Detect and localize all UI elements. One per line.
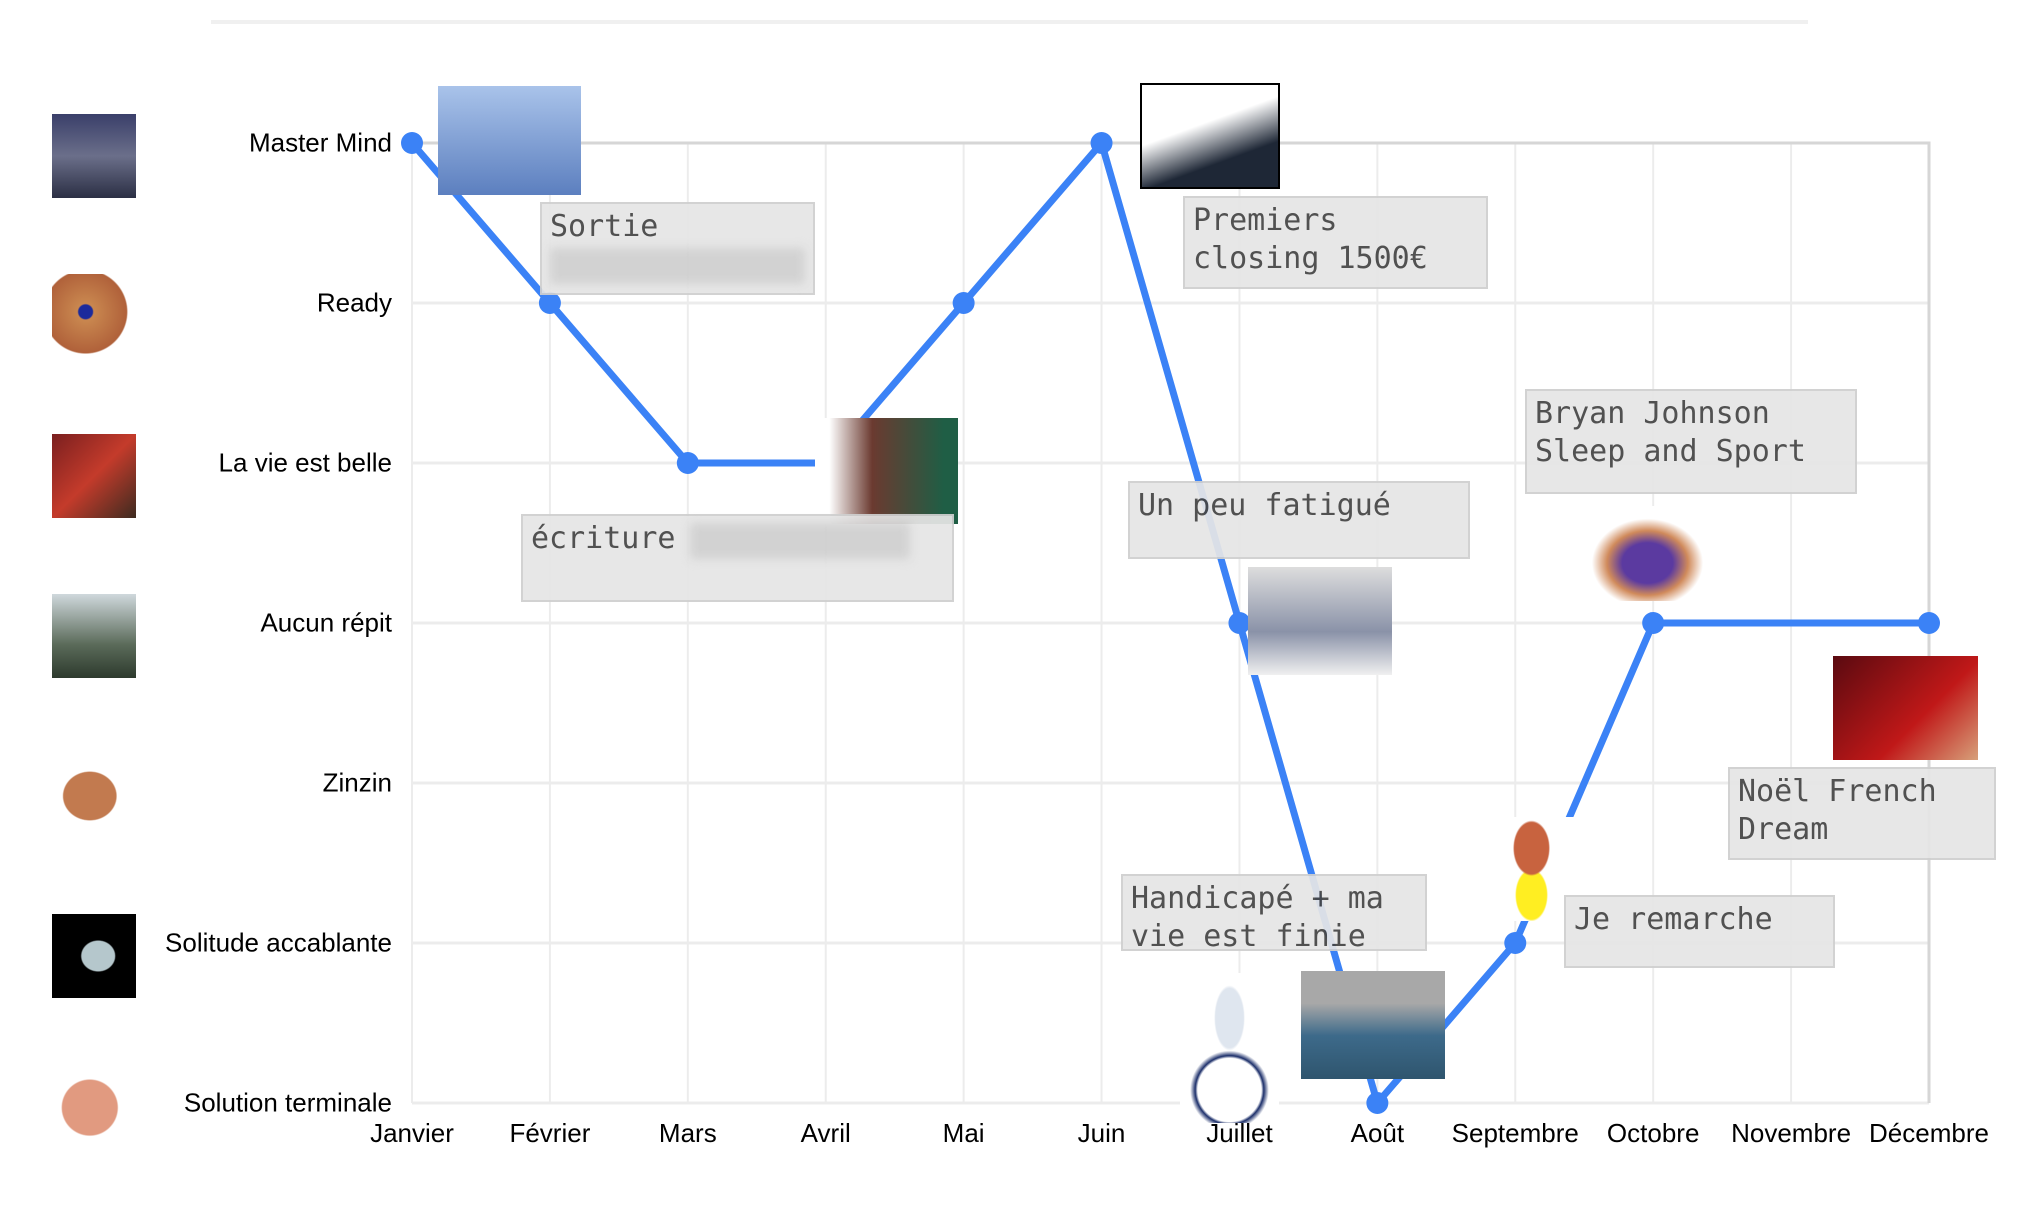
annotation-text: Je remarche xyxy=(1574,902,1773,937)
x-tick-label: Avril xyxy=(800,1118,851,1148)
master-mind-icon xyxy=(52,114,136,198)
x-tick-label: Janvier xyxy=(370,1118,454,1148)
x-tick-label: Février xyxy=(509,1118,591,1148)
y-tick-label: Aucun répit xyxy=(260,607,392,638)
thumbs-up-image xyxy=(438,86,581,195)
y-tick-label: La vie est belle xyxy=(218,447,392,478)
annotation-fatigue: Un peu fatigué xyxy=(1128,481,1470,559)
data-point xyxy=(1366,1092,1389,1114)
ready-icon xyxy=(52,274,136,358)
y-tick-label: Solution terminale xyxy=(183,1087,392,1118)
annotation-text: Bryan Johnson Sleep and Sport xyxy=(1535,396,1806,469)
lonely-icon xyxy=(52,914,136,998)
y-tick-label: Solitude accablante xyxy=(165,927,392,958)
no-respite-icon xyxy=(52,594,136,678)
y-tick-label: Ready xyxy=(316,287,392,318)
blurred-text xyxy=(689,522,910,559)
dumbbell-image xyxy=(1576,506,1719,601)
y-tick-label: Zinzin xyxy=(322,767,392,798)
top-divider xyxy=(211,20,1808,24)
annotation-text: Sortie xyxy=(550,209,659,244)
annotation-bryan-johnson: Bryan Johnson Sleep and Sport xyxy=(1525,389,1857,494)
x-tick-label: Octobre xyxy=(1606,1118,1700,1148)
data-point xyxy=(1918,612,1940,634)
x-tick-label: Novembre xyxy=(1731,1118,1852,1148)
data-point xyxy=(676,452,699,474)
x-tick-label: Juillet xyxy=(1206,1118,1273,1148)
blurred-text xyxy=(550,248,805,284)
x-tick-label: Juin xyxy=(1077,1118,1126,1148)
data-point xyxy=(1228,612,1251,634)
annotation-handicape: Handicapé + ma vie est finie xyxy=(1121,874,1427,954)
annotation-text: Un peu fatigué xyxy=(1138,488,1391,523)
annotation-noel: Noël French Dream xyxy=(1728,767,1996,860)
wheelchair-image xyxy=(1180,973,1279,1123)
y-tick-label: Master Mind xyxy=(248,127,392,158)
tired-image xyxy=(1248,567,1392,675)
x-tick-label: Mars xyxy=(658,1118,717,1148)
annotation-premiers-closing: Premiers closing 1500€ xyxy=(1183,196,1488,289)
annotation-ecriture: écriture xyxy=(521,514,954,602)
data-point xyxy=(952,292,975,314)
annotation-text: Handicapé + ma vie est finie xyxy=(1131,881,1384,954)
annotation-sortie: Sortie xyxy=(540,202,815,295)
x-tick-label: Décembre xyxy=(1869,1118,1989,1148)
party-icon xyxy=(52,434,136,518)
growth-chart-image xyxy=(1140,83,1280,189)
bed-image xyxy=(1301,971,1445,1079)
annotation-je-remarche: Je remarche xyxy=(1564,895,1835,968)
annotation-text: Noël French Dream xyxy=(1738,774,1937,847)
x-tick-label: Septembre xyxy=(1451,1118,1579,1148)
x-tick-label: Août xyxy=(1350,1118,1405,1148)
data-point xyxy=(401,132,423,154)
final-solution-icon xyxy=(52,1074,136,1158)
reading-image xyxy=(815,418,958,524)
data-point xyxy=(1090,132,1113,154)
annotation-text: écriture xyxy=(531,521,676,556)
crazy-face-icon xyxy=(52,754,136,838)
data-point xyxy=(1504,932,1527,954)
data-point xyxy=(1642,612,1665,634)
christmas-image xyxy=(1833,656,1978,760)
data-point xyxy=(538,292,561,314)
annotation-text: Premiers closing 1500€ xyxy=(1193,203,1428,276)
walking-image xyxy=(1483,817,1580,921)
x-tick-label: Mai xyxy=(942,1118,985,1148)
